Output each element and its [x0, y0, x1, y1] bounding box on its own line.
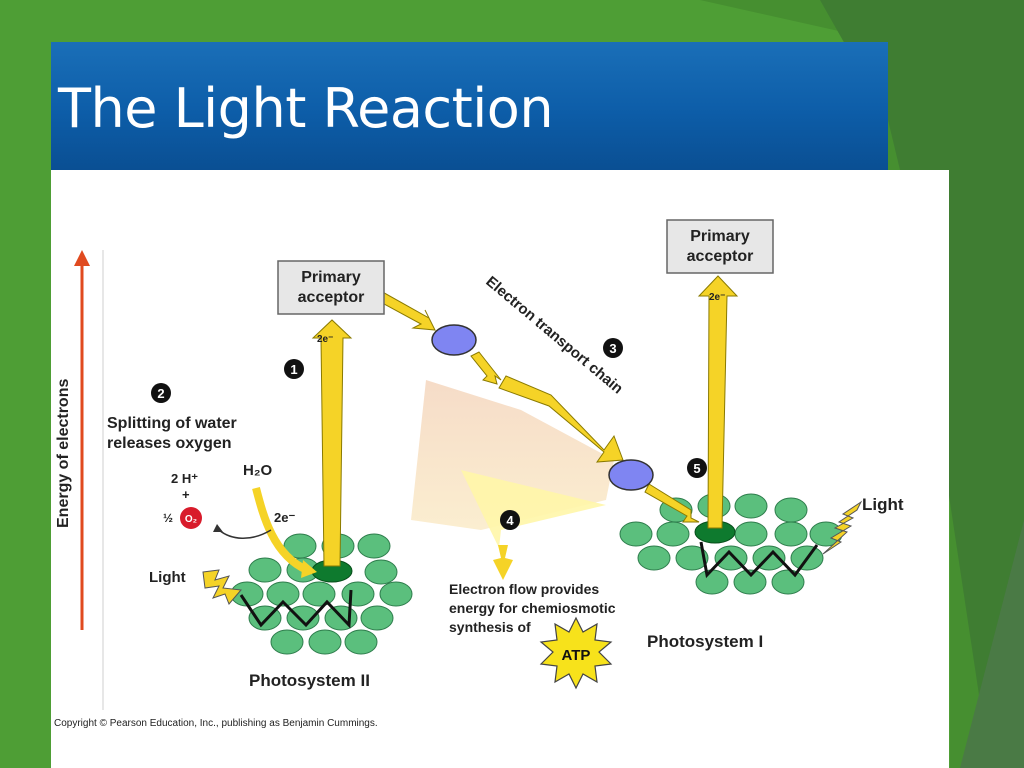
energy-axis-label: Energy of electrons: [55, 379, 72, 528]
light-bolt-right: [822, 500, 863, 555]
psii-light-zigzag: [239, 589, 353, 629]
light-reaction-diagram: Energy of electrons: [51, 170, 949, 768]
psi-light-zigzag: [699, 541, 819, 579]
yellow-energy-cone: [461, 470, 606, 548]
svg-text:2: 2: [157, 386, 164, 401]
electron-flow-caption-line2: energy for chemiosmotic: [449, 600, 616, 616]
svg-text:Primary: Primary: [690, 228, 750, 245]
copyright-notice: Copyright © Pearson Education, Inc., pub…: [54, 718, 378, 729]
electron-carrier-2: [608, 459, 654, 491]
photosystem-i-label: Photosystem I: [647, 632, 763, 651]
etc-arrow-4: [644, 483, 700, 523]
electron-flow-caption-line3: synthesis of: [449, 619, 531, 635]
step-3-marker: 3: [603, 338, 623, 358]
etc-arrow-2: [470, 351, 502, 385]
psii-electron-label: 2e⁻: [317, 334, 333, 345]
electron-carrier-1: [431, 324, 477, 356]
atp-starburst: ATP: [539, 616, 613, 690]
svg-text:3: 3: [609, 341, 616, 356]
svg-text:4: 4: [506, 513, 514, 528]
etc-arrow-3: [498, 375, 624, 463]
svg-text:acceptor: acceptor: [687, 248, 754, 265]
step-1-marker: 1: [284, 359, 304, 379]
water-electron-arrow: [252, 486, 309, 574]
svg-text:5: 5: [693, 461, 700, 476]
primary-acceptor-right: Primary acceptor: [666, 219, 774, 274]
photosystem-ii-cluster: [230, 533, 413, 655]
svg-text:Primary: Primary: [301, 269, 361, 286]
splitting-caption-line2: releases oxygen: [107, 435, 232, 452]
chemiosmotic-arrow: [493, 545, 513, 580]
photosystem-i-cluster: [619, 493, 843, 595]
primary-acceptor-left: Primary acceptor: [277, 260, 385, 315]
electron-pair-water: 2e⁻: [274, 510, 295, 525]
slide-title: The Light Reaction: [58, 77, 554, 140]
water-label: H₂O: [243, 462, 272, 479]
splitting-caption-line1: Splitting of water: [107, 415, 237, 432]
step-5-marker: 5: [687, 458, 707, 478]
light-label-left: Light: [149, 569, 186, 586]
light-bolt-left: [202, 569, 242, 605]
electron-flow-caption-line1: Electron flow provides: [449, 581, 599, 597]
psii-electron-arrow: [311, 319, 353, 567]
oxygen-molecule: O₂: [180, 507, 202, 529]
energy-axis: Energy of electrons: [55, 250, 104, 710]
step-2-marker: 2: [151, 383, 171, 403]
half-label: ½: [163, 511, 173, 525]
photosystem-ii-label: Photosystem II: [249, 671, 370, 690]
svg-text:acceptor: acceptor: [298, 289, 365, 306]
step-4-marker: 4: [500, 510, 520, 530]
svg-text:O₂: O₂: [185, 514, 197, 525]
plus-sign: +: [182, 487, 190, 502]
svg-text:1: 1: [290, 362, 297, 377]
psi-electron-arrow: [697, 275, 739, 529]
oxygen-release-arrow: [218, 529, 272, 539]
title-bar: The Light Reaction: [51, 42, 888, 170]
protons-label: 2 H⁺: [171, 471, 198, 486]
light-label-right: Light: [862, 495, 904, 514]
svg-text:ATP: ATP: [562, 647, 591, 664]
psi-electron-label: 2e⁻: [709, 292, 725, 303]
chemiosmotic-cone: [411, 380, 614, 530]
